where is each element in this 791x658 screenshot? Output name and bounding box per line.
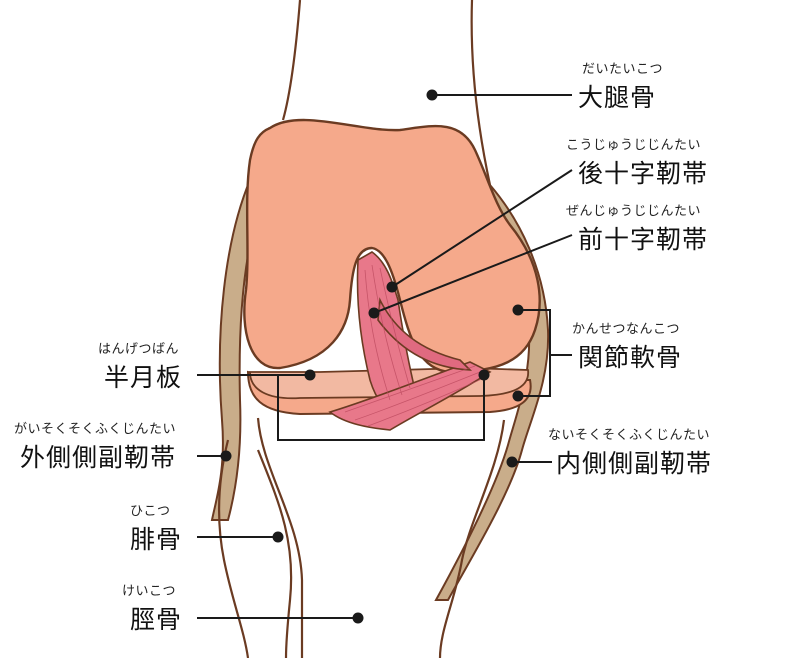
cartilage-label: 関節軟骨 [578, 343, 683, 372]
medial-ligament-label: 内側側副靭帯 [556, 449, 713, 478]
femur-ruby: だいたいこつ [582, 62, 664, 77]
pcl-ruby: こうじゅうじじんたい [566, 138, 702, 153]
lateral-ligament-ruby: がいそくそくふくじんたい [14, 422, 177, 437]
ligament-fibers [344, 264, 485, 427]
cruciate-ligaments [328, 251, 492, 431]
lateral-ligament-label: 外側側副靭帯 [20, 443, 177, 472]
tibia-fibula-outline [217, 417, 506, 658]
fibula-ruby: ひこつ [130, 504, 171, 519]
leader-dots [220, 89, 524, 624]
leader-lines [197, 94, 573, 619]
femoral-condyles [243, 118, 541, 374]
tibia-ruby: けいこつ [122, 584, 177, 599]
cartilage-ruby: かんせつなんこつ [572, 322, 681, 337]
lateral-collateral-ligament [210, 177, 264, 521]
medial-ligament-ruby: ないそくそくふくじんたい [548, 428, 711, 443]
femur-shaft [281, 0, 492, 186]
acl-ruby: ぜんじゅうじじんたい [566, 204, 702, 219]
meniscus-label: 半月板 [104, 363, 183, 392]
pcl-label: 後十字靭帯 [578, 159, 709, 188]
femur-label: 大腿骨 [578, 83, 657, 112]
meniscus-ruby: はんげつばん [98, 342, 180, 357]
tibia-label: 脛骨 [130, 605, 183, 634]
acl-label: 前十字靭帯 [578, 225, 709, 254]
fibula-label: 腓骨 [130, 525, 183, 554]
